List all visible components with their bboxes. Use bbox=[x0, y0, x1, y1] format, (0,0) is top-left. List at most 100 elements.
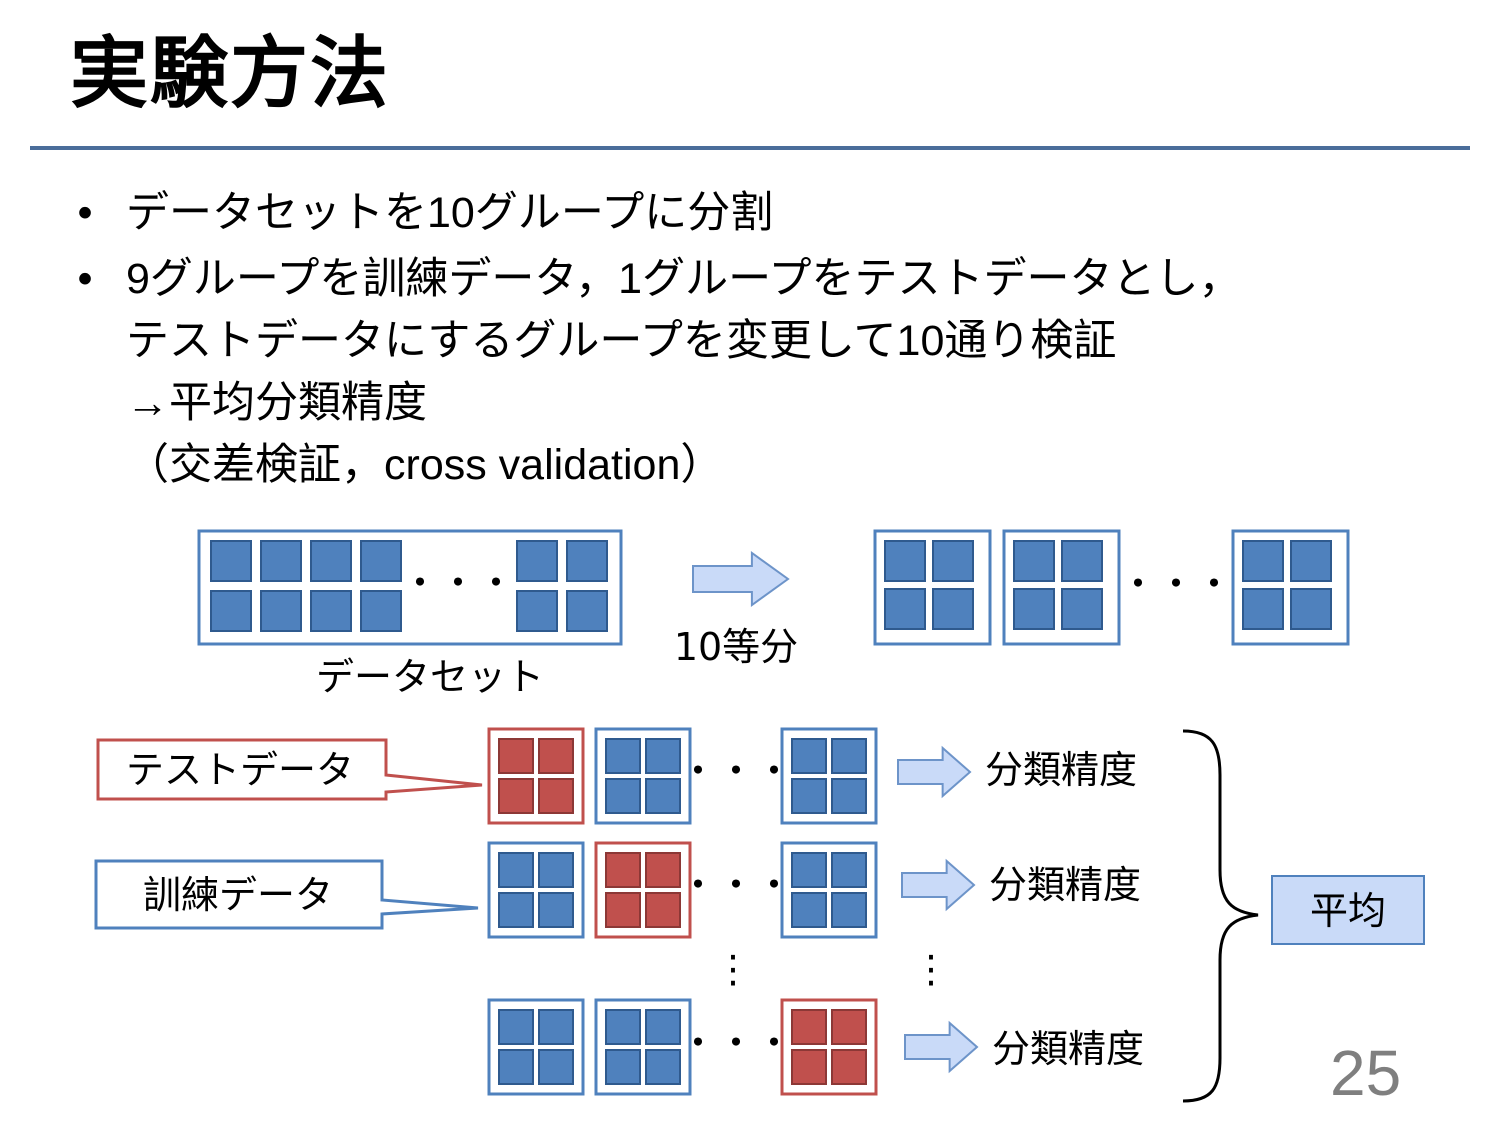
train-square bbox=[932, 540, 974, 582]
train-square bbox=[884, 588, 926, 630]
split-groups bbox=[873, 529, 1350, 646]
train-square bbox=[831, 892, 867, 928]
train-square bbox=[791, 852, 827, 888]
train-square bbox=[791, 778, 827, 814]
accuracy-label: 分類精度 bbox=[985, 748, 1137, 792]
train-square bbox=[1061, 588, 1103, 630]
train-data-label: 訓練データ bbox=[143, 873, 333, 917]
train-square bbox=[1242, 540, 1284, 582]
train-square bbox=[1013, 588, 1055, 630]
train-square bbox=[498, 1049, 534, 1085]
accuracy-label: 分類精度 bbox=[989, 863, 1141, 907]
train-square bbox=[360, 540, 402, 582]
accuracy-label: 分類精度 bbox=[992, 1027, 1144, 1071]
bullet-item: • データセットを10グループに分割 bbox=[70, 182, 1470, 244]
fold-rows bbox=[487, 727, 878, 1096]
train-square bbox=[538, 892, 574, 928]
vertical-ellipsis: ⋮ bbox=[912, 947, 950, 991]
train-square bbox=[1290, 588, 1332, 630]
test-data-label: テストデータ bbox=[126, 748, 354, 792]
right-arrow-icon bbox=[904, 1020, 979, 1074]
train-square bbox=[210, 540, 252, 582]
train-fold bbox=[873, 529, 992, 646]
train-square bbox=[831, 778, 867, 814]
test-square bbox=[538, 738, 574, 774]
accuracy-arrows bbox=[897, 745, 979, 1074]
test-square bbox=[645, 852, 681, 888]
train-data-callout bbox=[94, 859, 479, 930]
test-square bbox=[791, 1009, 827, 1045]
train-square bbox=[260, 590, 302, 632]
train-square bbox=[831, 738, 867, 774]
test-square bbox=[831, 1049, 867, 1085]
train-fold bbox=[487, 841, 585, 939]
train-square bbox=[831, 852, 867, 888]
train-square bbox=[498, 1009, 534, 1045]
train-square bbox=[210, 590, 252, 632]
train-square bbox=[260, 540, 302, 582]
vertical-ellipsis: ⋮ bbox=[714, 947, 752, 991]
train-square bbox=[932, 588, 974, 630]
test-square bbox=[831, 1009, 867, 1045]
train-square bbox=[1290, 540, 1332, 582]
train-fold bbox=[594, 998, 692, 1096]
train-square bbox=[605, 738, 641, 774]
bullet-list: • データセットを10グループに分割 • 9グループを訓練データ，1グループをテ… bbox=[70, 182, 1470, 500]
slide-title: 実験方法 bbox=[70, 29, 391, 119]
train-square bbox=[538, 1049, 574, 1085]
train-square bbox=[1013, 540, 1055, 582]
train-square bbox=[645, 738, 681, 774]
train-square bbox=[645, 1009, 681, 1045]
dataset-label: データセット bbox=[316, 655, 544, 699]
row-ellipsis: ・・・ bbox=[679, 749, 793, 793]
row-ellipsis: ・・・ bbox=[679, 1021, 793, 1065]
test-fold bbox=[780, 998, 878, 1096]
page-number: 25 bbox=[1330, 1037, 1402, 1109]
train-square bbox=[791, 738, 827, 774]
train-fold bbox=[1002, 529, 1121, 646]
right-arrow-icon bbox=[692, 551, 790, 607]
right-arrow-icon bbox=[901, 858, 976, 912]
train-square bbox=[516, 590, 558, 632]
average-label: 平均 bbox=[1310, 889, 1386, 933]
test-fold bbox=[487, 727, 585, 825]
bullet-item: • 9グループを訓練データ，1グループをテストデータとし， テストデータにするグ… bbox=[70, 248, 1470, 496]
train-fold bbox=[780, 727, 878, 825]
groups-ellipsis: ・・・ bbox=[1119, 562, 1233, 606]
row-ellipsis: ・・・ bbox=[679, 863, 793, 907]
split-arrow-icon bbox=[692, 551, 790, 607]
test-square bbox=[645, 892, 681, 928]
test-data-callout bbox=[96, 738, 483, 801]
train-square bbox=[884, 540, 926, 582]
test-square bbox=[605, 892, 641, 928]
train-square bbox=[498, 852, 534, 888]
train-square bbox=[1061, 540, 1103, 582]
train-square bbox=[498, 892, 534, 928]
bullet-text: 9グループを訓練データ，1グループをテストデータとし， bbox=[126, 255, 1242, 303]
train-square bbox=[645, 1049, 681, 1085]
train-square bbox=[605, 1049, 641, 1085]
bullet-text: （交差検証，cross validation） bbox=[126, 441, 724, 489]
bullet-text: データセットを10グループに分割 bbox=[126, 189, 774, 237]
average-box bbox=[1271, 875, 1425, 945]
train-square bbox=[538, 852, 574, 888]
train-fold bbox=[487, 998, 585, 1096]
train-square bbox=[605, 1009, 641, 1045]
brace-icon bbox=[1182, 729, 1259, 1103]
test-square bbox=[791, 1049, 827, 1085]
title-divider bbox=[30, 146, 1470, 150]
train-square bbox=[310, 590, 352, 632]
test-square bbox=[538, 778, 574, 814]
train-fold bbox=[780, 841, 878, 939]
right-arrow-icon bbox=[897, 745, 972, 799]
train-square bbox=[605, 778, 641, 814]
train-square bbox=[310, 540, 352, 582]
train-square bbox=[566, 540, 608, 582]
bullet-marker: • bbox=[77, 255, 93, 303]
test-square bbox=[605, 852, 641, 888]
test-square bbox=[498, 738, 534, 774]
split-label: 10等分 bbox=[674, 625, 798, 669]
train-square bbox=[1242, 588, 1284, 630]
train-square bbox=[791, 892, 827, 928]
